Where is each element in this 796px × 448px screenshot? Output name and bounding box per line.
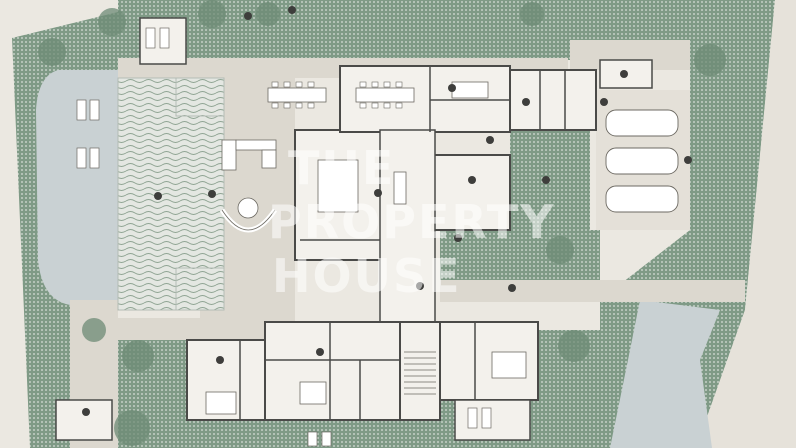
- south-terrace: [118, 318, 268, 340]
- bed-icon: [205, 351, 527, 415]
- pond-west: [36, 70, 118, 305]
- entry-path: [440, 280, 745, 302]
- gallery-corridor: [379, 129, 436, 331]
- road-east: [696, 0, 796, 448]
- stair-core: [399, 321, 441, 421]
- internal-walls: [239, 66, 566, 420]
- room-tag-icon: [82, 6, 692, 416]
- watermark-line-3: HOUSE: [272, 249, 462, 303]
- pool-step: [175, 77, 225, 117]
- pond-southeast: [610, 300, 720, 448]
- watermark-line-2: PROPERTY: [268, 195, 555, 249]
- lounger-icon: [76, 27, 492, 447]
- tree-icon: [38, 0, 726, 446]
- lawn-northeast: [330, 0, 570, 60]
- pavilion-southwest: [55, 399, 113, 441]
- chairs: [271, 81, 403, 109]
- sofa-icon: [219, 139, 407, 233]
- watermark: THE PROPERTY HOUSE: [268, 141, 555, 303]
- lawn-east: [570, 0, 775, 448]
- stair-icon: [404, 351, 436, 395]
- pavilion-south: [454, 399, 531, 441]
- car-icon: [605, 109, 679, 213]
- watermark-line-1: THE: [288, 141, 395, 195]
- study-room: [429, 154, 511, 231]
- bedroom-wing-centre: [264, 321, 401, 421]
- pool-step-south: [175, 267, 225, 311]
